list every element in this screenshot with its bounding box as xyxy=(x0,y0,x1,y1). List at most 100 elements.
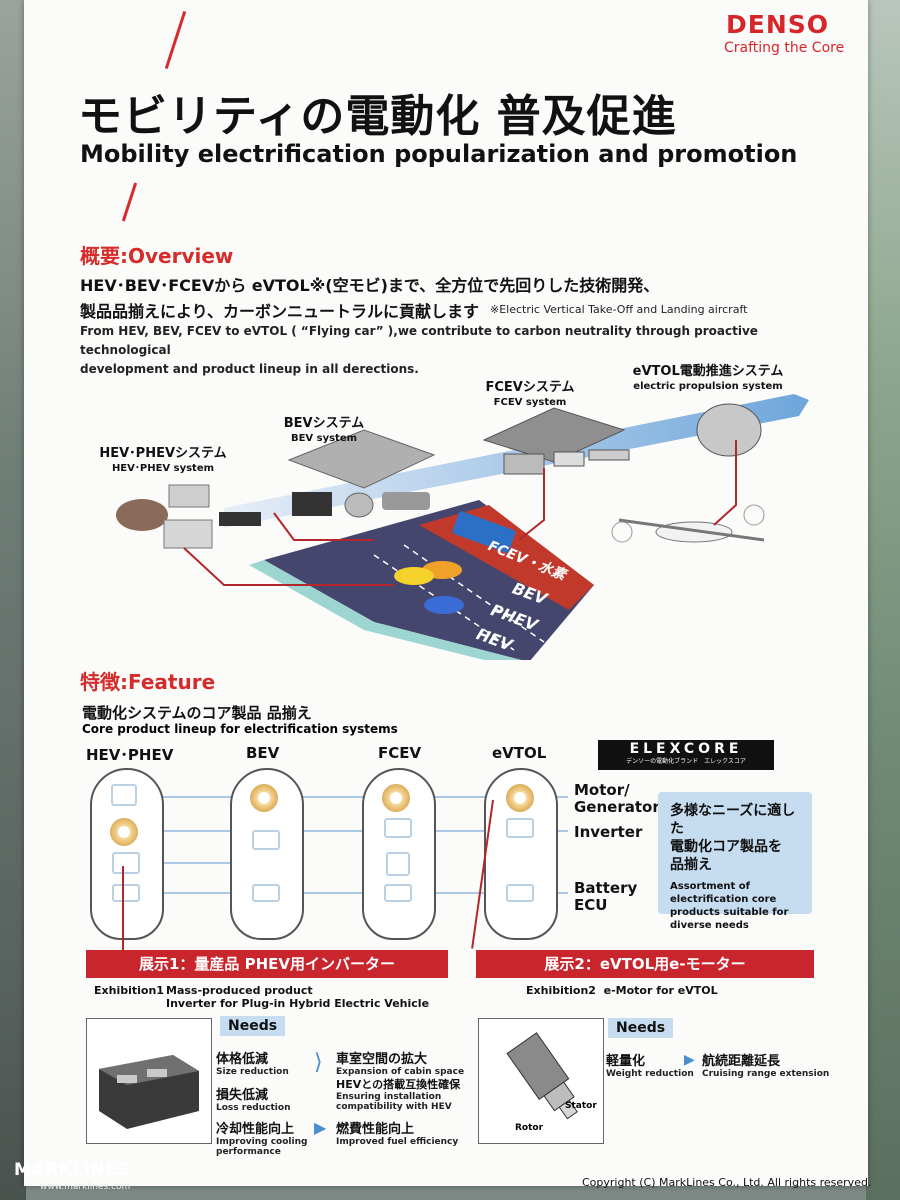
bev-part-1 xyxy=(292,492,332,516)
result-2-en: Ensuring installation xyxy=(336,1092,442,1102)
exhibition1-needs-tag: Needs xyxy=(220,1016,286,1036)
label-inverter: Inverter xyxy=(574,823,643,841)
column-label-evtol: eVTOL xyxy=(492,744,547,762)
battery-line xyxy=(134,892,568,894)
exhibition2-result: 航続距離延長 Cruising range extension xyxy=(702,1050,829,1079)
battery-icon xyxy=(506,884,534,902)
exhibition1-need-1: 体格低減 Size reduction xyxy=(216,1048,289,1077)
exhibition1-result-1: 車室空間の拡大 Expansion of cabin space xyxy=(336,1048,464,1077)
overview-line2: 製品品揃えにより、カーボンニュートラルに貢献します xyxy=(80,302,480,321)
exhibition1-result-2: HEVとの搭載互換性確保 Ensuring installation compa… xyxy=(336,1076,460,1112)
overview-en: From HEV, BEV, FCEV to eVTOL ( “Flying c… xyxy=(80,322,820,379)
car-yellow xyxy=(394,567,434,585)
systems-illustration xyxy=(116,394,809,660)
elexcore-logo: ELEXCORE デンソーの電動化ブランド エレックスコア xyxy=(598,740,774,770)
fuel-cell-icon xyxy=(386,852,410,876)
assortment-box: 多様なニーズに適した 電動化コア製品を 品揃え Assortment of el… xyxy=(658,792,812,931)
column-label-hev: HEV･PHEV xyxy=(86,746,174,764)
feature-sub-en: Core product lineup for electrification … xyxy=(82,722,398,736)
exhibition2-banner: 展示2：eVTOL用e-モーター xyxy=(476,950,814,978)
hev-battery xyxy=(219,512,261,526)
label-motor-generator: Motor/ Generator xyxy=(574,782,660,816)
inverter-icon xyxy=(506,818,534,838)
need-1-en: Size reduction xyxy=(216,1067,289,1077)
system-label-fcev-jp: FCEVシステム xyxy=(485,380,575,395)
arrow-right-icon: ▶ xyxy=(314,1118,327,1137)
elexcore-name: ELEXCORE xyxy=(629,741,743,757)
exhibition1-need-2: 損失低減 Loss reduction xyxy=(216,1084,290,1113)
hev-inverter xyxy=(163,519,213,549)
overview-en-line2: development and product lineup in all de… xyxy=(80,362,419,376)
arrow-bracket-icon: ⟩ xyxy=(314,1050,323,1075)
page-title-jp: モビリティの電動化 普及促進 xyxy=(78,91,677,142)
need-3-en: Improving cooling xyxy=(216,1137,308,1147)
system-label-evtol: eVTOL電動推進システム electric propulsion system xyxy=(610,364,806,394)
fc-line xyxy=(134,862,264,864)
hev-motor xyxy=(116,499,168,531)
result-3-jp: 燃費性能向上 xyxy=(336,1122,415,1137)
assortment-jp1: 多様なニーズに適した xyxy=(670,803,796,837)
label-battery-ecu: Battery ECU xyxy=(574,880,637,914)
exhibition2-need: 軽量化 Weight reduction xyxy=(606,1050,694,1079)
e2-need-en: Weight reduction xyxy=(606,1069,694,1079)
label-motor-2: Generator xyxy=(574,798,660,816)
stator-label: Stator xyxy=(565,1101,597,1111)
result-3-en: Improved fuel efficiency xyxy=(336,1137,459,1147)
assortment-jp2: 電動化コア製品を xyxy=(670,839,782,855)
need-1-jp: 体格低減 xyxy=(216,1052,269,1067)
denso-logo: DENSO xyxy=(726,10,830,39)
decor-slash xyxy=(121,182,138,222)
engine-icon xyxy=(111,784,137,806)
exhibition2-label-line: Exhibition2 e-Motor for eVTOL xyxy=(526,984,718,997)
exhibition1-desc1: Mass-produced product xyxy=(166,984,313,997)
motor-icon xyxy=(250,784,278,812)
inverter-icon xyxy=(252,830,280,850)
battery-icon xyxy=(112,884,140,902)
assortment-jp3: 品揃え xyxy=(670,857,712,873)
need-3-jp: 冷却性能向上 xyxy=(216,1122,295,1137)
column-label-fcev: FCEV xyxy=(378,744,422,762)
overview-note: ※Electric Vertical Take-Off and Landing … xyxy=(490,303,748,316)
background-right xyxy=(866,0,900,1200)
inverter-photo xyxy=(86,1018,212,1144)
bus xyxy=(452,511,516,553)
arrow-right-icon: ▶ xyxy=(684,1052,695,1068)
marklines-url: www.marklines.com xyxy=(40,1182,131,1192)
battery-icon xyxy=(384,884,412,902)
inverter-icon xyxy=(112,852,140,874)
battery-icon xyxy=(252,884,280,902)
elexcore-sub: デンソーの電動化ブランド エレックスコア xyxy=(626,758,746,765)
result-1-en: Expansion of cabin space xyxy=(336,1067,465,1077)
fcev-part-2 xyxy=(553,451,585,467)
overview-heading: 概要:Overview xyxy=(80,244,234,268)
background-left xyxy=(0,0,26,1200)
system-label-hev-jp: HEV･PHEVシステム xyxy=(99,446,227,461)
bev-part-2 xyxy=(344,492,374,518)
system-label-fcev: FCEVシステム FCEV system xyxy=(470,380,590,410)
system-label-bev: BEVシステム BEV system xyxy=(264,416,384,446)
system-label-fcev-en: FCEV system xyxy=(493,397,567,408)
emotor-photo: Stator Rotor xyxy=(478,1018,604,1144)
copyright-text: Copyright (C) MarkLines Co., Ltd. All ri… xyxy=(582,1176,872,1189)
motor-icon xyxy=(506,784,534,812)
exhibition1-desc2: Inverter for Plug-in Hybrid Electric Veh… xyxy=(166,997,430,1010)
system-label-evtol-jp: eVTOL電動推進システム xyxy=(632,364,784,379)
marklines-logo: MARKLINES xyxy=(14,1160,131,1180)
decor-slash xyxy=(164,11,187,69)
e2-need-jp: 軽量化 xyxy=(606,1054,646,1069)
overview-en-line1: From HEV, BEV, FCEV to eVTOL ( “Flying c… xyxy=(80,324,758,357)
hev-unit xyxy=(168,484,210,508)
rotor-label: Rotor xyxy=(515,1123,544,1133)
feature-sub-jp: 電動化システムのコア製品 品揃え xyxy=(82,704,312,722)
bev-part-3 xyxy=(382,492,430,510)
motor-line xyxy=(134,796,568,798)
result-2-en2: compatibility with HEV xyxy=(336,1102,452,1112)
exhibition2-desc: e-Motor for eVTOL xyxy=(603,984,718,997)
motor-icon xyxy=(382,784,410,812)
label-motor-1: Motor/ xyxy=(574,781,630,799)
exhibition1-result-3: 燃費性能向上 Improved fuel efficiency xyxy=(336,1118,458,1147)
denso-tagline: Crafting the Core xyxy=(724,40,845,56)
system-label-hev-en: HEV･PHEV system xyxy=(111,463,215,474)
system-label-evtol-en: electric propulsion system xyxy=(633,381,783,392)
exhibition2-label: Exhibition2 xyxy=(526,984,596,997)
